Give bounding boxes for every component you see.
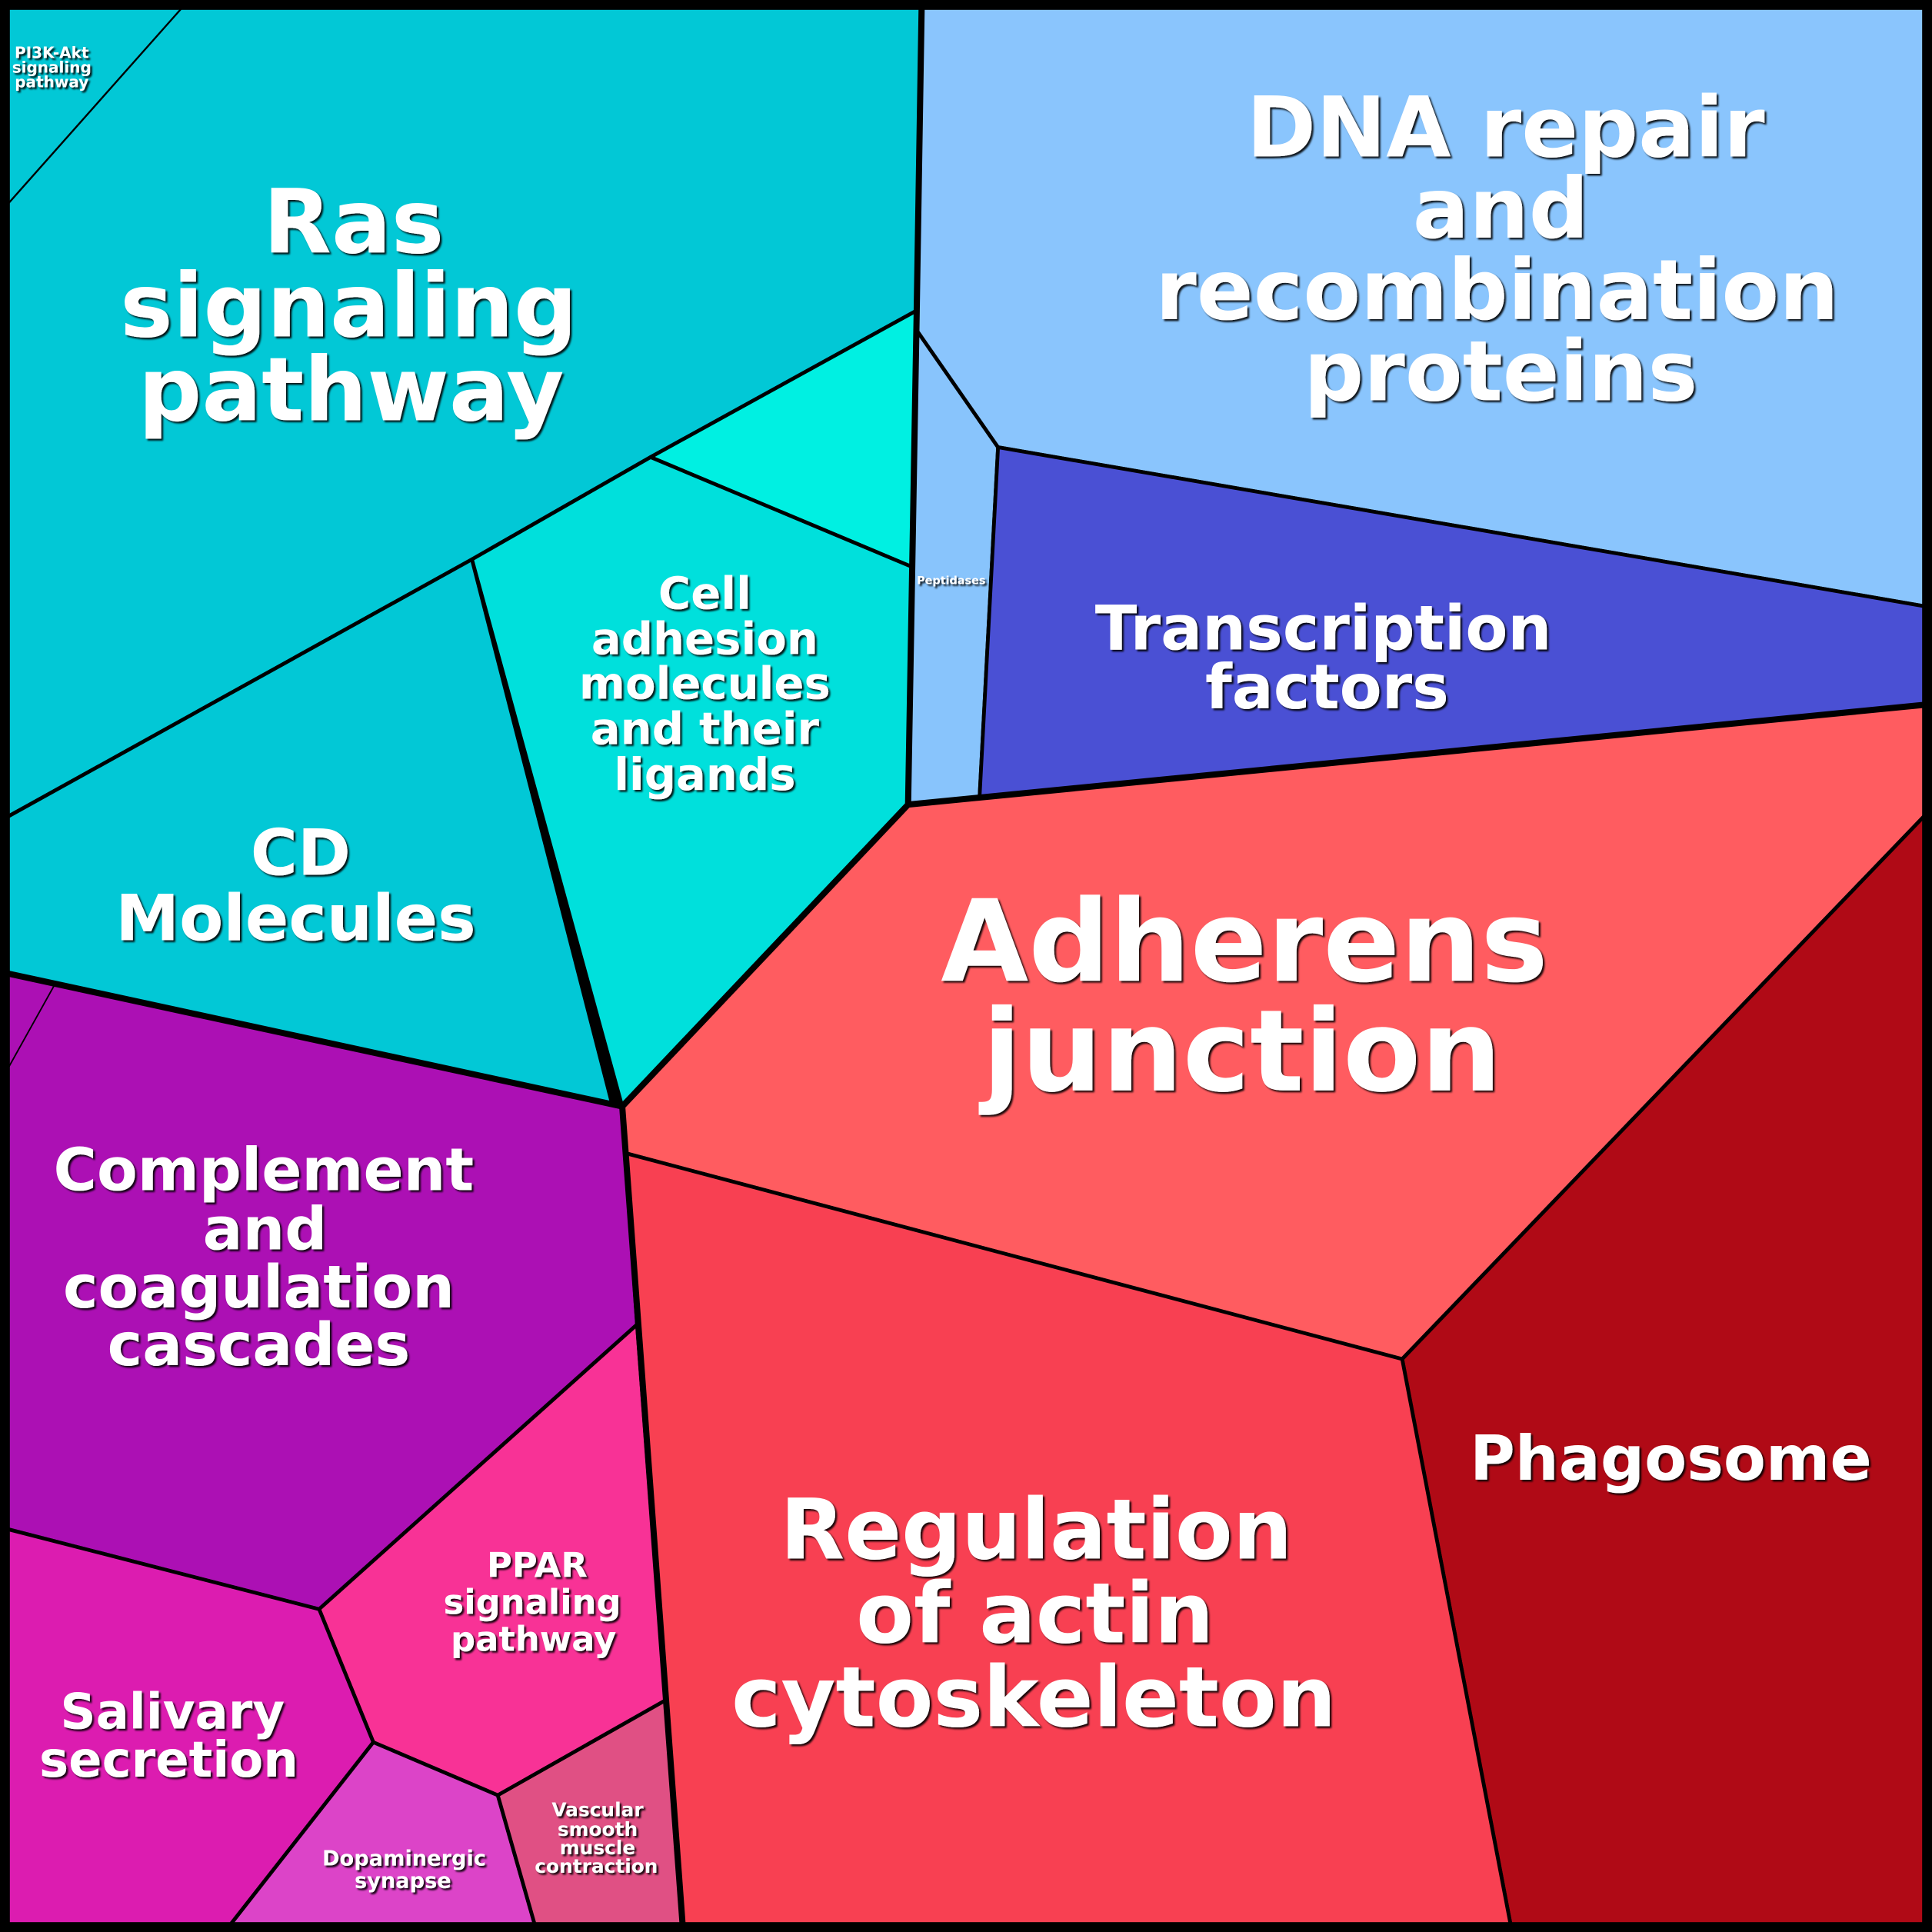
label-peptidases: Peptidases [917,575,985,587]
divider-line [650,456,912,568]
group-border [908,701,1925,808]
label-phagosome: Phagosome [1470,1423,1872,1494]
group-border [619,1106,686,1925]
